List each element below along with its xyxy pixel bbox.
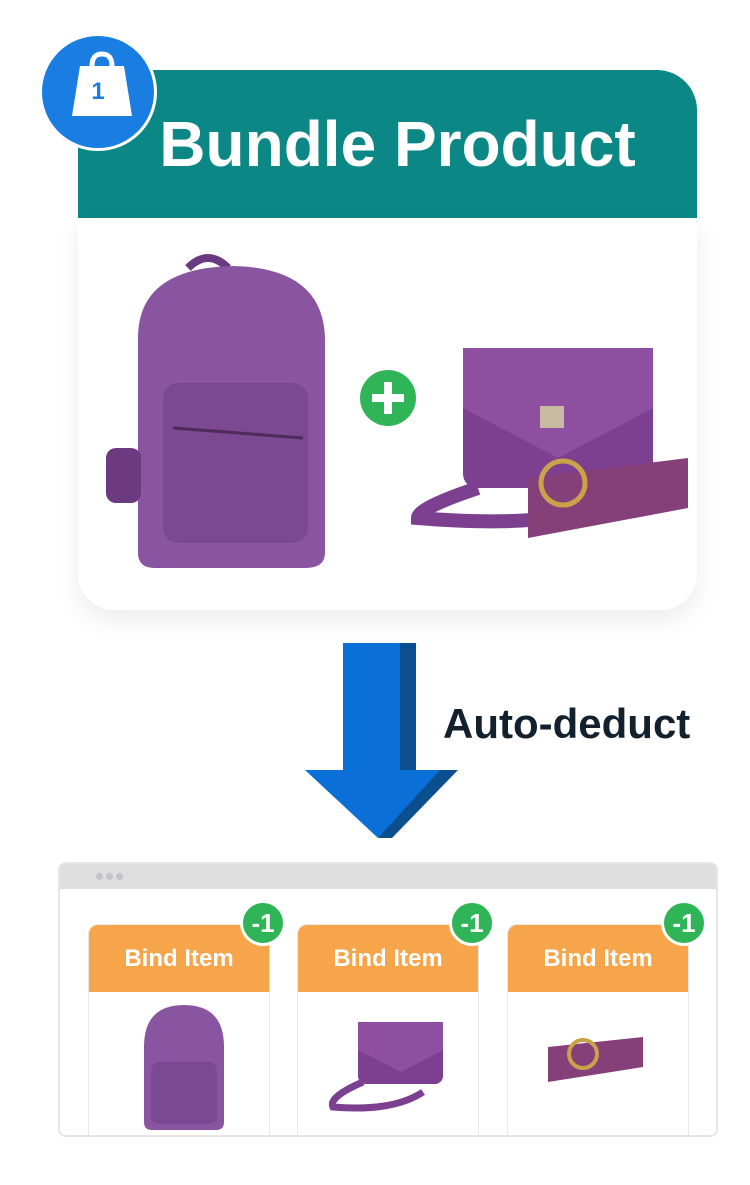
deduct-badge: -1 bbox=[661, 900, 707, 946]
badge-number: 1 bbox=[91, 78, 105, 105]
bind-item-label: Bind Item bbox=[508, 925, 688, 992]
bundle-products bbox=[106, 254, 688, 568]
shoulder-bag-image bbox=[328, 1022, 443, 1112]
bundle-card bbox=[78, 218, 697, 610]
store-window: Bind Item Bind Item Bind Item -1 -1 -1 bbox=[58, 862, 718, 1137]
backpack-image bbox=[144, 1005, 224, 1130]
bind-item-card[interactable]: Bind Item bbox=[297, 924, 479, 1135]
bind-item-card[interactable]: Bind Item bbox=[507, 924, 689, 1135]
auto-deduct-label: Auto-deduct bbox=[443, 700, 691, 747]
window-dot bbox=[116, 873, 123, 880]
belt-image bbox=[548, 1037, 643, 1082]
shoulder-bag-and-belt-image bbox=[410, 348, 688, 538]
shopping-bag-icon bbox=[72, 51, 132, 116]
window-dot bbox=[96, 873, 103, 880]
bundle-header bbox=[78, 70, 697, 218]
bind-item-label: Bind Item bbox=[298, 925, 478, 992]
backpack-image bbox=[106, 254, 325, 568]
window-dot bbox=[106, 873, 113, 880]
window-title-bar bbox=[60, 864, 716, 889]
bind-item-label: Bind Item bbox=[89, 925, 269, 992]
deduct-badge: -1 bbox=[449, 900, 495, 946]
bag-badge: 1 bbox=[39, 33, 157, 151]
deduct-badge: -1 bbox=[240, 900, 286, 946]
bundle-title: Bundle Product bbox=[159, 108, 636, 180]
plus-icon bbox=[360, 370, 416, 426]
down-arrow-icon bbox=[305, 643, 458, 838]
bind-item-card[interactable]: Bind Item bbox=[88, 924, 270, 1135]
